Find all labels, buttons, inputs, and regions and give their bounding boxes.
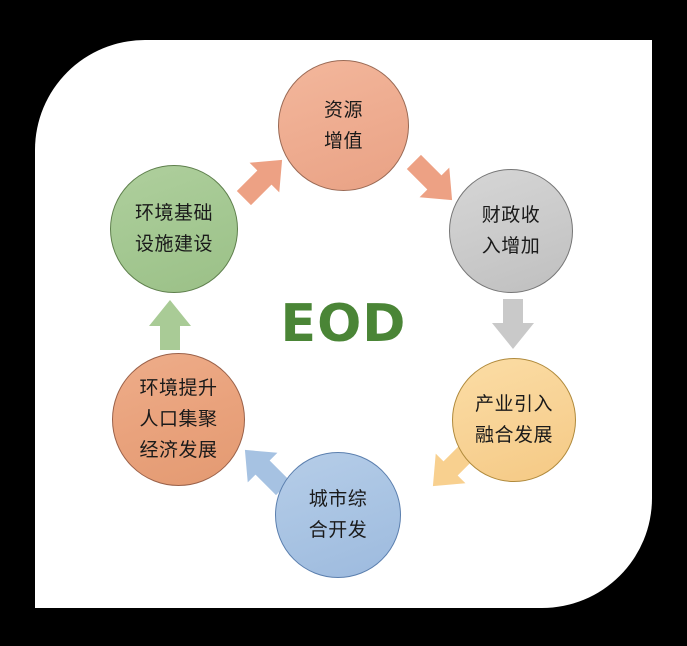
node-resource-appreciation[interactable]: 资源 增值 [278,60,409,191]
arrow-infrastructure-to-resource [232,148,294,210]
node-fiscal-line-2: 入增加 [481,235,541,257]
center-label-eod: EOD [280,294,407,354]
node-infra-line-2: 设施建设 [134,233,213,255]
node-resource-line-2: 增值 [323,129,363,152]
node-industry-introduction[interactable]: 产业引入 融合发展 [452,358,576,482]
node-industry-line-1: 产业引入 [474,393,553,416]
arrow-upgrade-to-infrastructure [146,297,194,353]
node-environmental-infrastructure[interactable]: 环境基础 设施建设 [110,165,238,293]
node-upgrade-line-2: 人口集聚 [139,408,218,431]
node-urban-line-1: 城市综 [308,488,368,511]
node-urban-development[interactable]: 城市综 合开发 [275,452,401,578]
arrow-fiscal-to-industry [489,296,537,352]
node-industry-line-2: 融合发展 [474,424,553,446]
node-upgrade-line-1: 环境提升 [139,377,218,400]
node-resource-line-1: 资源 [323,98,363,121]
arrow-resource-to-fiscal [402,150,464,212]
arrow-urban-to-upgrade [233,438,295,500]
node-urban-line-2: 合开发 [308,519,368,541]
node-fiscal-line-1: 财政收 [481,204,541,227]
node-environment-upgrade[interactable]: 环境提升 人口集聚 经济发展 [112,353,245,486]
node-infra-line-1: 环境基础 [134,202,213,225]
node-fiscal-revenue-increase[interactable]: 财政收 入增加 [449,169,573,293]
node-upgrade-line-3: 经济发展 [139,438,218,461]
